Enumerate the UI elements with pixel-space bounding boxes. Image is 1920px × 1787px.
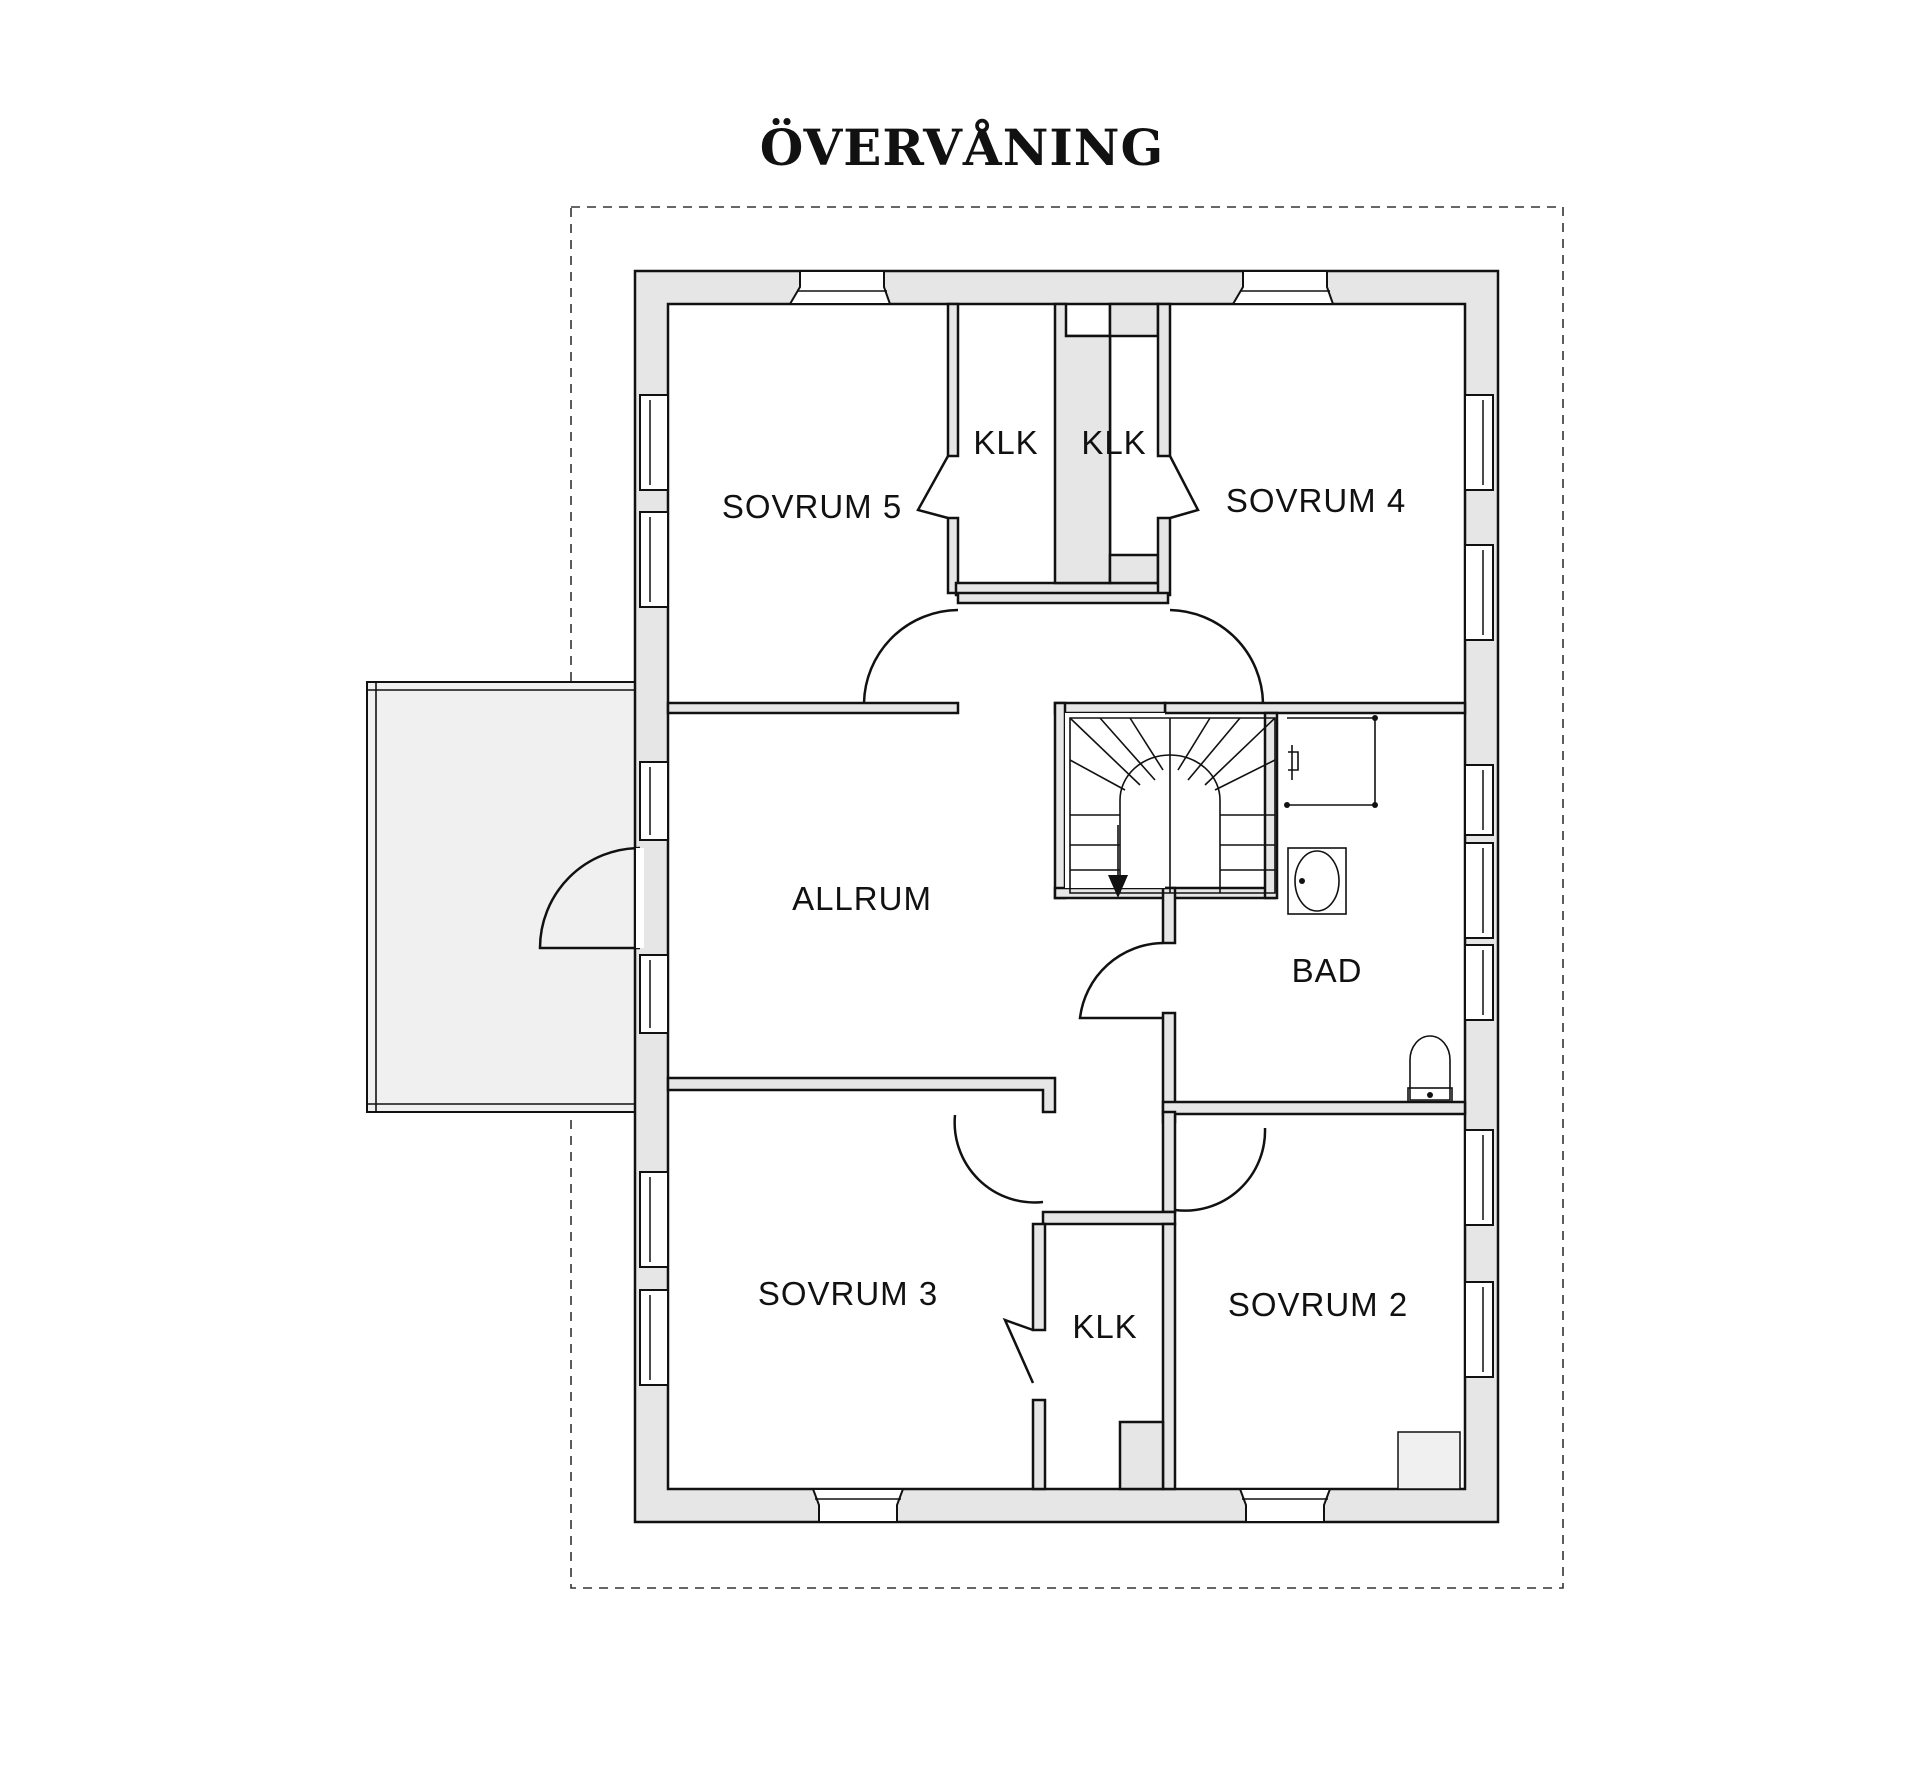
outer-walls xyxy=(633,269,1500,1524)
room-label-klk-bottom: KLK xyxy=(1072,1308,1137,1345)
bathroom-fixtures xyxy=(1284,715,1453,1103)
doors xyxy=(538,455,1267,1384)
room-label-klk-left: KLK xyxy=(973,424,1038,461)
corner-cabinet xyxy=(1397,1431,1461,1490)
balcony xyxy=(366,681,636,1113)
room-label-sovrum-4: SOVRUM 4 xyxy=(1226,482,1406,519)
room-label-sovrum-2: SOVRUM 2 xyxy=(1228,1286,1408,1323)
room-label-sovrum-5: SOVRUM 5 xyxy=(722,488,902,525)
room-label-bad: BAD xyxy=(1292,952,1363,989)
room-labels: SOVRUM 5 KLK KLK SOVRUM 4 ALLRUM BAD SOV… xyxy=(722,424,1408,1345)
room-label-sovrum-3: SOVRUM 3 xyxy=(758,1275,938,1312)
interior-walls xyxy=(666,302,1467,1491)
staircase xyxy=(1065,713,1276,898)
floor-title: ÖVERVÅNING xyxy=(760,117,1164,177)
room-label-allrum: ALLRUM xyxy=(792,880,932,917)
room-label-klk-right: KLK xyxy=(1081,424,1146,461)
windows xyxy=(639,270,1494,1523)
